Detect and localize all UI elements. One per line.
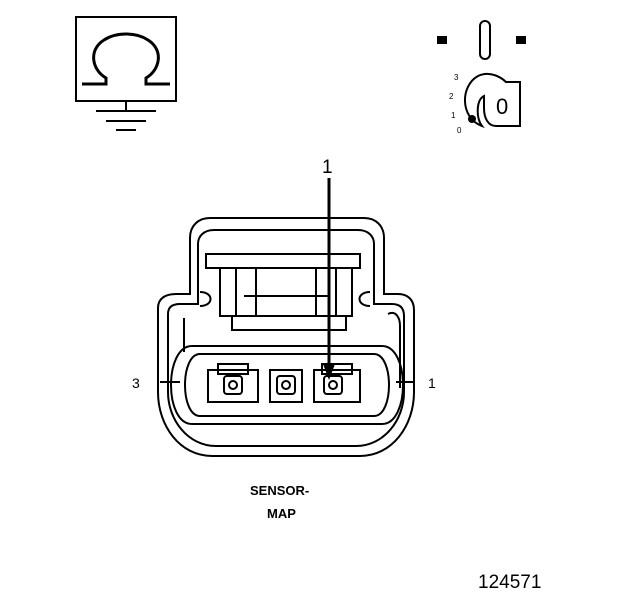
- connector-body: [157, 217, 415, 457]
- key-scale-1: 1: [451, 111, 456, 120]
- terminal-pin-2: [269, 369, 303, 403]
- key-position-label: 0: [496, 94, 508, 119]
- ohm-icon: [82, 32, 170, 86]
- terminal-pin-3: [207, 363, 259, 403]
- ignition-key-icon: 3 2 1 0 0: [437, 20, 526, 135]
- callout-number: 1: [322, 157, 333, 178]
- callout-arrow: [323, 178, 335, 380]
- ground-icon: [96, 101, 156, 131]
- key-indicator-dot: [468, 115, 476, 123]
- key-scale-0: 0: [457, 126, 462, 135]
- connector-label-line2: MAP: [267, 506, 296, 521]
- connector-label-line1: SENSOR-: [250, 483, 309, 498]
- pin-label-right: 1: [428, 375, 436, 391]
- pin-label-left: 3: [132, 375, 140, 391]
- figure-id: 124571: [478, 572, 541, 593]
- key-scale-3: 3: [454, 73, 459, 82]
- key-scale-2: 2: [449, 92, 454, 101]
- terminal-pin-1: [313, 363, 361, 403]
- ohmmeter-symbol: [75, 16, 177, 131]
